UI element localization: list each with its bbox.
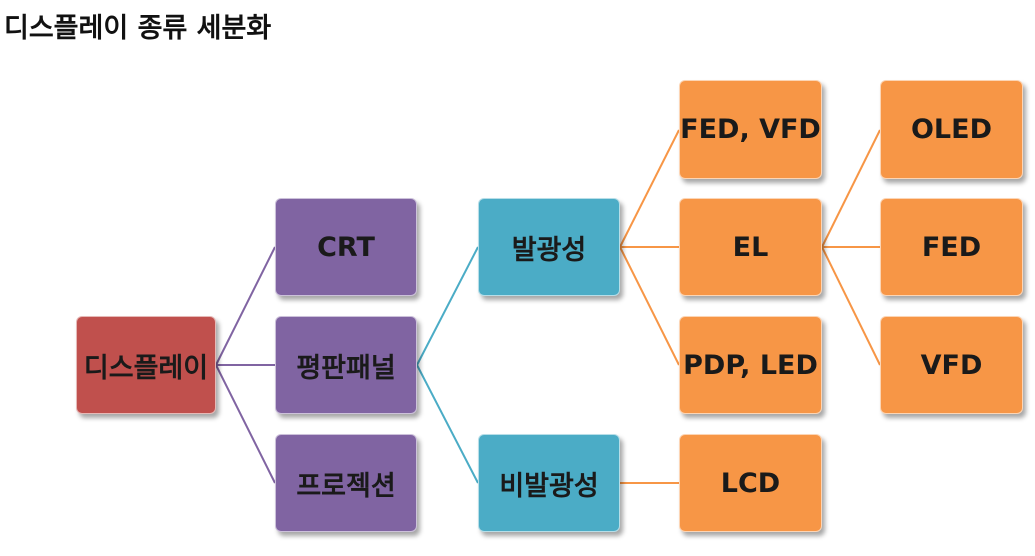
node-non-emissive: 비발광성 xyxy=(478,434,620,532)
node-pdp-led-label: PDP, LED xyxy=(683,349,818,381)
node-emissive-label: 발광성 xyxy=(511,234,587,266)
connector-emissive-pdp-led xyxy=(619,246,680,366)
connector-root-projection xyxy=(215,364,276,484)
connector-flat-panel-non-emissive xyxy=(416,364,479,484)
node-flat-panel-label: 평판패널 xyxy=(296,352,396,384)
node-non-emissive-label: 비발광성 xyxy=(499,470,599,502)
node-el-label: EL xyxy=(732,231,769,263)
node-fed: FED xyxy=(880,198,1023,296)
node-fed-vfd: FED, VFD xyxy=(679,80,822,179)
node-vfd-label: VFD xyxy=(920,349,983,381)
connector-root-crt xyxy=(215,246,276,366)
node-display-label: 디스플레이 xyxy=(83,352,209,384)
node-crt: CRT xyxy=(275,198,417,296)
node-flat-panel: 평판패널 xyxy=(275,316,417,414)
connector-el-vfd xyxy=(821,246,881,366)
connector-emissive-fed-vfd xyxy=(619,129,680,248)
connector-el-oled xyxy=(821,129,881,248)
node-projection-label: 프로젝션 xyxy=(296,470,396,502)
node-oled-label: OLED xyxy=(910,114,992,145)
node-lcd-label: LCD xyxy=(720,467,781,499)
node-vfd: VFD xyxy=(880,316,1023,414)
page-title: 디스플레이 종류 세분화 xyxy=(4,13,272,44)
node-fed-vfd-label: FED, VFD xyxy=(680,114,821,145)
node-display: 디스플레이 xyxy=(76,316,216,414)
node-projection: 프로젝션 xyxy=(275,434,417,532)
node-lcd: LCD xyxy=(679,434,822,532)
node-oled: OLED xyxy=(880,80,1023,179)
node-pdp-led: PDP, LED xyxy=(679,316,822,414)
node-el: EL xyxy=(679,198,822,296)
connector-flat-panel-emissive xyxy=(416,246,479,366)
node-emissive: 발광성 xyxy=(478,198,620,296)
node-crt-label: CRT xyxy=(317,231,375,263)
node-fed-label: FED xyxy=(921,231,982,263)
